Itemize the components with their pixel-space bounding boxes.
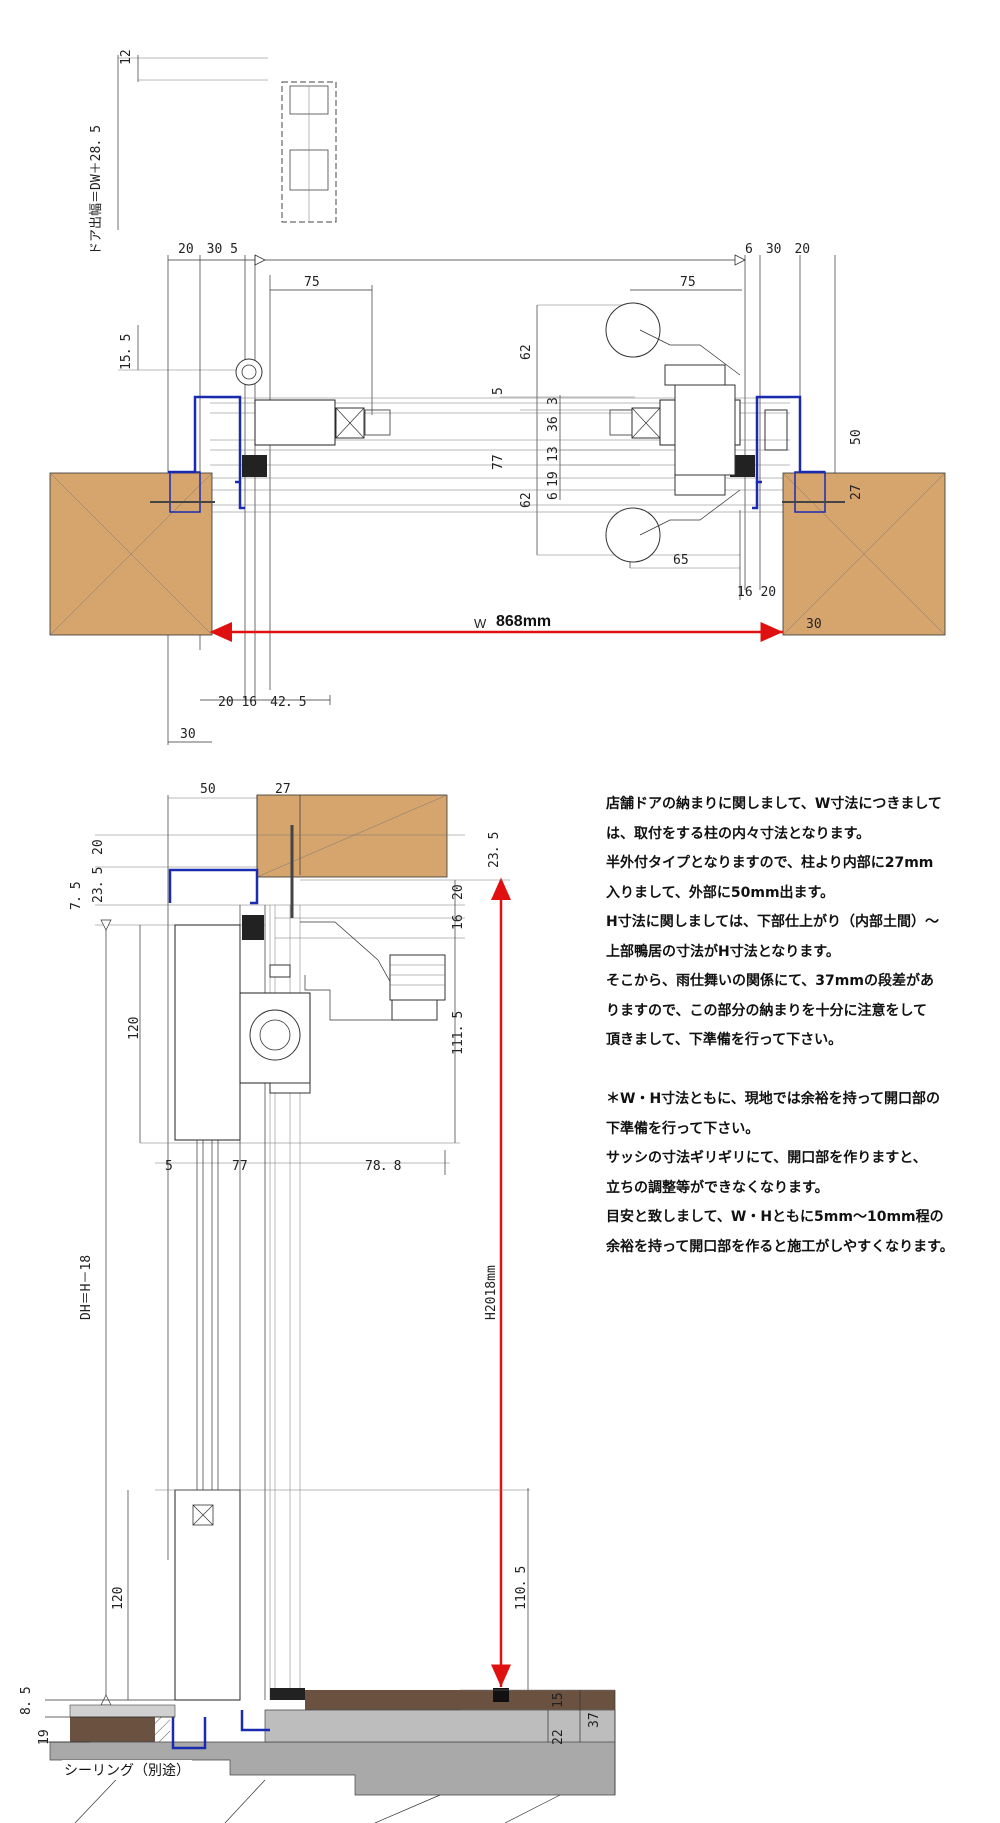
dim-3: 3: [546, 397, 561, 405]
note-line: そこから、雨仕舞いの関係にて、37mmの段差があ: [606, 973, 934, 989]
door-closer-plan: [605, 302, 741, 563]
sealing-label: シーリング（別途）: [62, 1760, 192, 1780]
dim-15-5: 15．5: [119, 334, 134, 370]
dim-65: 65: [673, 553, 689, 568]
dim-36: 36: [546, 416, 561, 432]
dim-50: 50: [849, 429, 864, 445]
dim-75-right: 75: [680, 275, 696, 290]
note-line: ＊W・H寸法ともに、現地では余裕を持って開口部の: [606, 1091, 941, 1107]
note-line: 目安と致しまして、W・Hともに5mm～10mm程の: [606, 1209, 944, 1225]
sec-dim-8-5: 8．5: [19, 1686, 34, 1715]
dim-62-top: 62: [519, 344, 534, 360]
w-value: 868mm: [496, 613, 551, 630]
dims-top-right: 6 30 20: [745, 242, 810, 257]
wood-post-left: [49, 472, 213, 636]
sec-dim-27: 27: [275, 782, 291, 797]
door-frame-section: [174, 905, 301, 1701]
note-line: サッシの寸法ギリギリにて、開口部を作りますと、: [606, 1150, 927, 1166]
dim-5: 5: [491, 387, 506, 395]
sec-dim-16: 16: [451, 914, 466, 930]
dim-16-20: 16 20: [737, 585, 776, 600]
sec-dim-110-5: 110．5: [514, 1566, 529, 1610]
note-line: H寸法に関しましては、下部仕上がり（内部土間）～: [606, 914, 940, 930]
header-profile: [168, 868, 259, 905]
door-leaf-left: [254, 399, 391, 446]
sec-dim-23-5-left: 23．5: [91, 867, 106, 903]
note-line: は、取付をする柱の内々寸法となります。: [606, 825, 871, 842]
dim-13: 13: [546, 446, 561, 462]
dim-30-left: 30: [180, 727, 196, 742]
door-closer-section: [239, 921, 446, 1094]
note-line: 頂きまして、下準備を行って下さい。: [606, 1032, 843, 1048]
plan-view: 12 ドア出幅＝DW＋28．5 15．5 20 30 5 6 30 20 75 …: [49, 49, 946, 745]
dim-75-left: 75: [304, 275, 320, 290]
sec-dim-50: 50: [200, 782, 216, 797]
dim-62-bottom: 62: [519, 492, 534, 508]
note-line: 下準備を行って下さい。: [606, 1120, 760, 1137]
sec-dim-120-top: 120: [127, 1017, 142, 1040]
dim-77: 77: [491, 454, 506, 470]
installation-notes: 店舗ドアの納まりに関しまして、W寸法につきまして は、取付をする柱の内々寸法とな…: [606, 790, 986, 1262]
frame-profile-left: [168, 358, 267, 513]
section-view: 50 27 20 23．5 7．5 23．5 20 16 111．5 120 5…: [19, 782, 616, 1823]
sec-dim-78-8: 78．8: [365, 1159, 401, 1174]
floor-section: [40, 1688, 616, 1823]
sec-dim-111-5: 111．5: [451, 1011, 466, 1055]
sec-dim-20-right: 20: [451, 884, 466, 900]
note-line: 半外付タイプとなりますので、柱より内部に27mm: [606, 855, 934, 871]
note-line: 余裕を持って開口部を作ると施工がしやすくなります。: [606, 1238, 954, 1255]
dim-19: 19: [546, 471, 561, 487]
sec-dim-15: 15: [551, 1692, 566, 1708]
note-line: りますので、この部分の納まりを十分に注意をして: [606, 1002, 928, 1019]
sec-dim-22: 22: [551, 1729, 566, 1745]
note-line: 上部鴨居の寸法がH寸法となります。: [606, 943, 840, 960]
door-width-label: ドア出幅＝DW＋28．5: [89, 125, 104, 255]
dims-top-left: 20 30 5: [178, 242, 238, 257]
sec-dim-23-5-right: 23．5: [487, 832, 502, 868]
dim-30-right: 30: [806, 617, 822, 632]
sec-dim-37: 37: [587, 1712, 602, 1728]
sec-dim-120-bottom: 120: [111, 1587, 126, 1610]
h-label: H2018mm: [484, 1265, 499, 1320]
dh-label: DH＝H－18: [79, 1255, 94, 1320]
upper-mullion-profile: [281, 81, 337, 223]
note-line: 立ちの調整等ができなくなります。: [606, 1179, 829, 1196]
frame-profile-right: [730, 395, 826, 513]
note-line: 店舗ドアの納まりに関しまして、W寸法につきまして: [606, 796, 942, 812]
dim-27: 27: [849, 484, 864, 500]
dim-12: 12: [119, 49, 134, 65]
sec-dim-20-left: 20: [91, 839, 106, 855]
sec-dim-77: 77: [232, 1159, 248, 1174]
dims-bottom-left: 20 16 42．5: [218, 695, 307, 710]
wood-post-right: [782, 472, 946, 636]
sec-dim-5: 5: [165, 1159, 173, 1174]
note-spacer: [606, 1056, 986, 1086]
dim-6: 6: [546, 492, 561, 500]
sec-dim-7-5: 7．5: [69, 881, 84, 910]
w-prefix: W: [474, 616, 487, 631]
sec-dim-19: 19: [37, 1729, 52, 1745]
note-line: 入りまして、外部に50mm出ます。: [606, 884, 835, 901]
